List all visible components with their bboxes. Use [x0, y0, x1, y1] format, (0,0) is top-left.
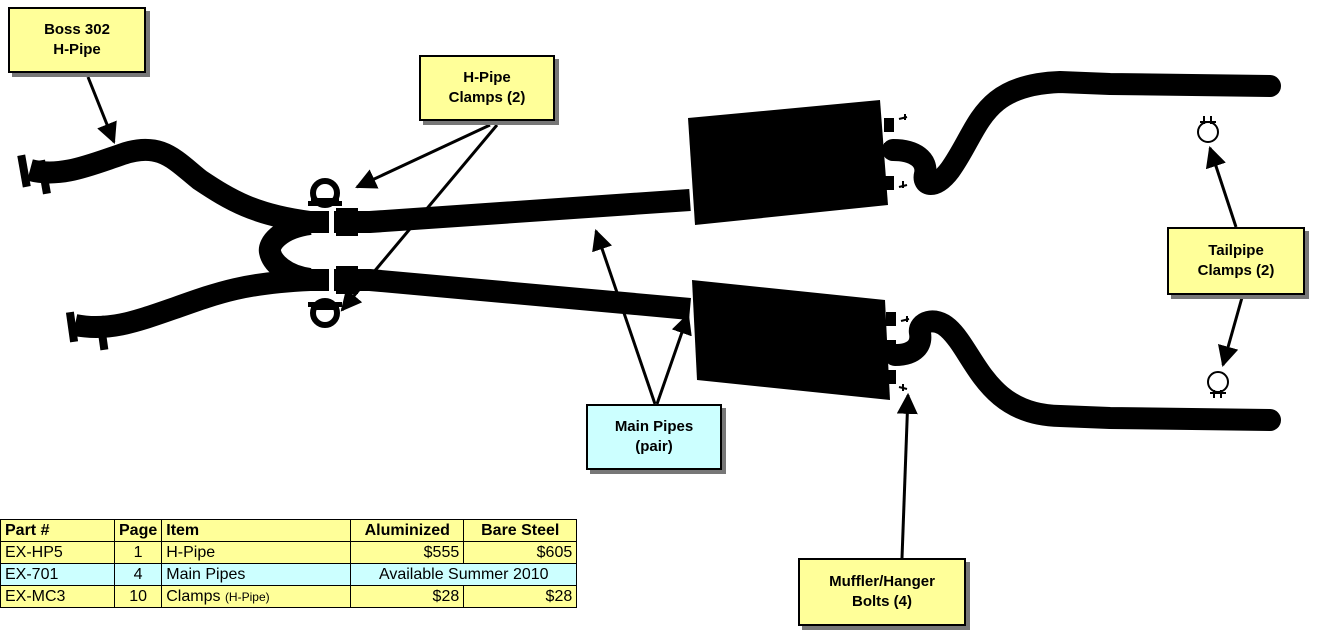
- h-pipe-flanges: [17, 154, 109, 351]
- h-pipe-part: [27, 138, 330, 339]
- header-part: Part #: [0, 519, 115, 542]
- cell-aluminized: $28: [350, 585, 465, 608]
- label-muffler-bolts-line2: Bolts (4): [852, 593, 912, 610]
- label-h-pipe: Boss 302 H-Pipe: [8, 7, 146, 73]
- label-h-pipe-line2: H-Pipe: [53, 41, 101, 58]
- cell-availability-note: Available Summer 2010: [350, 563, 578, 586]
- header-item: Item: [161, 519, 352, 542]
- label-h-pipe-clamps: H-Pipe Clamps (2): [419, 55, 555, 121]
- label-main-pipes-line2: (pair): [635, 438, 673, 455]
- main-pipe-collars: [336, 208, 358, 294]
- cell-part: EX-HP5: [0, 541, 115, 564]
- cell-item: Clamps (H-Pipe): [161, 585, 352, 608]
- tailpipes-part: [882, 71, 1281, 431]
- cell-part: EX-MC3: [0, 585, 115, 608]
- label-tailpipe-clamps-line2: Clamps (2): [1197, 262, 1275, 279]
- parts-price-table: Part # Page Item Aluminized Bare Steel E…: [0, 519, 578, 608]
- cell-part: EX-701: [0, 563, 115, 586]
- label-muffler-bolts-line1: Muffler/Hanger: [829, 573, 935, 590]
- cell-item-note: (H-Pipe): [224, 589, 270, 604]
- muffler-top: [688, 100, 894, 225]
- cell-bare-steel: $605: [463, 541, 578, 564]
- header-page: Page: [113, 519, 163, 542]
- label-tailpipe-clamps: Tailpipe Clamps (2): [1167, 227, 1305, 295]
- table-header-row: Part # Page Item Aluminized Bare Steel: [0, 519, 578, 542]
- label-h-pipe-clamps-line1: H-Pipe: [463, 69, 511, 86]
- cell-aluminized: $555: [350, 541, 465, 564]
- header-bare-steel: Bare Steel: [463, 519, 578, 542]
- muffler-bottom: [692, 280, 896, 400]
- cell-page: 1: [113, 541, 163, 564]
- label-h-pipe-clamps-line2: Clamps (2): [448, 89, 526, 106]
- label-tailpipe-clamps-line1: Tailpipe: [1208, 242, 1264, 259]
- table-row: EX-HP5 1 H-Pipe $555 $605: [0, 541, 578, 564]
- label-h-pipe-line1: Boss 302: [44, 21, 110, 38]
- h-pipe-clamp-bottom: [308, 298, 342, 328]
- tailpipe-clamp-bottom: [1207, 371, 1229, 398]
- cell-item: H-Pipe: [161, 541, 352, 564]
- table-row: EX-MC3 10 Clamps (H-Pipe) $28 $28: [0, 585, 578, 608]
- label-main-pipes-line1: Main Pipes: [614, 418, 694, 435]
- cell-bare-steel: $28: [463, 585, 578, 608]
- table-row: EX-701 4 Main Pipes Available Summer 201…: [0, 563, 578, 586]
- header-aluminized: Aluminized: [350, 519, 465, 542]
- hanger-bolts: [898, 114, 910, 391]
- cell-page: 10: [113, 585, 163, 608]
- cell-item: Main Pipes: [161, 563, 352, 586]
- leader-arrows: [86, 76, 1245, 559]
- label-main-pipes: Main Pipes (pair): [586, 404, 722, 470]
- cell-item-name: Clamps: [166, 587, 221, 605]
- cell-page: 4: [113, 563, 163, 586]
- tailpipe-clamp-top: [1197, 116, 1219, 143]
- label-muffler-bolts: Muffler/Hanger Bolts (4): [798, 558, 966, 626]
- joint-gaps: [329, 205, 335, 298]
- h-pipe-clamp-top: [308, 178, 342, 208]
